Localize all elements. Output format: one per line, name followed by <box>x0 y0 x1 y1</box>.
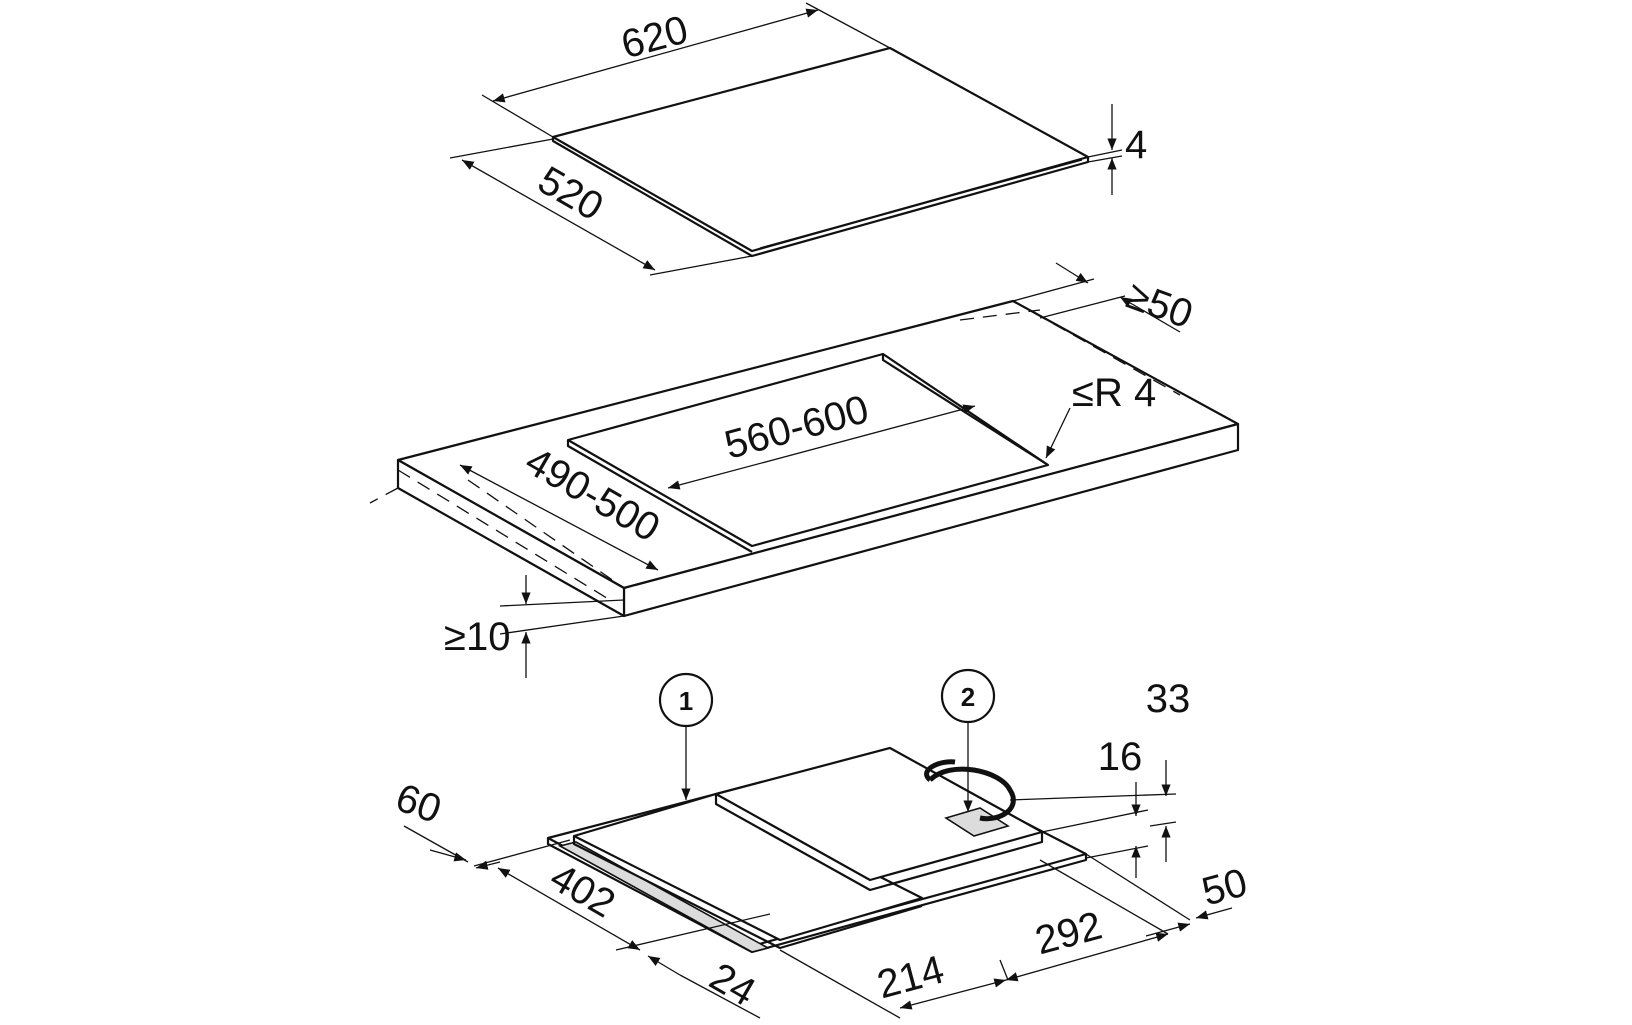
cutout-inner-wall <box>566 440 753 553</box>
ext-line-620-left <box>481 94 554 138</box>
ext-line-620-right <box>805 2 891 49</box>
ext-line-4-bottom <box>1087 155 1123 163</box>
power-cable <box>928 766 1016 822</box>
ext-line-292-left <box>999 959 1009 981</box>
dim-arrow-50-left <box>1145 922 1191 937</box>
hob-top-view: 620 520 4 <box>449 2 1147 276</box>
dim-line-214 <box>899 978 1007 1010</box>
callout-1-label: 1 <box>679 686 693 716</box>
ext-line-16-top <box>1041 809 1149 833</box>
dim-arrow-50-b <box>1119 296 1181 333</box>
dim-label-620: 620 <box>617 8 693 68</box>
worktop-cutout-view: ≥50 ≤R 4 560-600 490-500 ≥10 <box>369 262 1240 678</box>
callout-2-label: 2 <box>961 682 975 712</box>
ext-line-24 <box>615 913 771 951</box>
dim-line-cutout-width <box>667 404 976 490</box>
ext-line-33-top <box>1009 793 1177 801</box>
dim-label-24: 24 <box>702 955 763 1015</box>
dim-label-520: 520 <box>531 158 611 229</box>
dim-line-402 <box>497 867 641 951</box>
worktop-dash-1 <box>369 487 399 504</box>
cutout-inner-wall-back <box>881 354 1049 466</box>
dim-label-4: 4 <box>1125 123 1147 167</box>
dim-line-cutout-depth <box>459 464 659 571</box>
dim-label-side-clearance: ≥50 <box>1121 273 1198 337</box>
ext-line-50-bottom <box>1085 853 1191 921</box>
dim-label-33: 33 <box>1146 677 1191 721</box>
dim-label-16: 16 <box>1098 735 1143 779</box>
dim-arrow-50-right <box>1195 907 1233 920</box>
dim-line-60 <box>403 825 469 863</box>
ext-line-16-bottom <box>1085 845 1149 859</box>
ext-line-10-top <box>499 599 625 607</box>
ext-line-4-top <box>1087 149 1123 158</box>
ext-line-33-bottom <box>1149 821 1177 827</box>
worktop-dash-4 <box>1012 300 1181 396</box>
dim-label-50: 50 <box>1197 860 1251 914</box>
power-cable-end <box>924 759 956 782</box>
dim-line-620 <box>492 8 819 103</box>
hob-housing-left-edge <box>572 836 923 950</box>
dim-label-worktop-thickness: ≥10 <box>444 615 510 659</box>
dim-arrow-50-a <box>1055 262 1089 284</box>
ext-line-520-back <box>449 138 554 159</box>
hob-bottom-view: 1 2 60 402 24 214 292 50 <box>390 668 1252 1019</box>
dim-line-292 <box>1005 932 1169 982</box>
ext-line-292-right <box>1039 859 1169 935</box>
hob-housing-left <box>572 792 924 942</box>
hob-glass-surface <box>551 46 1090 253</box>
ext-line-50-b <box>1039 295 1126 319</box>
dim-arrow-60-a <box>429 849 467 862</box>
dim-label-60: 60 <box>390 776 447 833</box>
ext-line-214-left <box>779 949 901 1019</box>
dim-label-corner-radius: ≤R 4 <box>1072 371 1156 415</box>
hob-housing-right-edge <box>714 794 1044 892</box>
dim-arrow-radius <box>1045 407 1071 459</box>
ext-line-50-a <box>1012 278 1095 302</box>
dim-line-520 <box>461 159 656 271</box>
ext-line-10-bottom <box>499 615 625 635</box>
ext-line-60 <box>473 839 571 867</box>
dim-arrow-60-b <box>475 860 501 870</box>
ext-line-520-front <box>649 255 753 276</box>
dim-arrow-24 <box>647 955 681 976</box>
dim-line-24 <box>679 974 761 1019</box>
worktop-dash-5 <box>959 309 1041 321</box>
hob-housing-divider <box>715 793 871 881</box>
hob-glass-bevel <box>759 159 1083 249</box>
